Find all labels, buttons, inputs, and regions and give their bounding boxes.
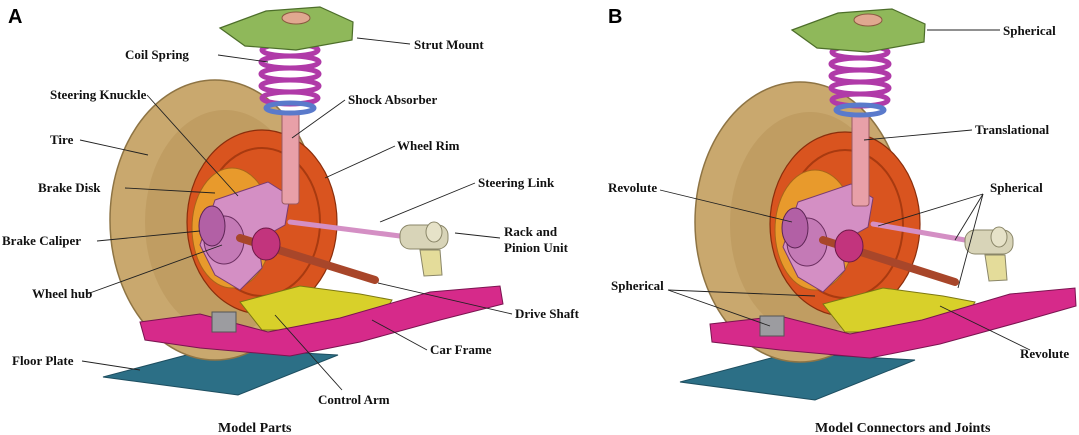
floor-plate	[102, 347, 339, 396]
car-frame	[139, 285, 504, 357]
label-car-frame: Car Frame	[430, 342, 492, 357]
brake-caliper	[198, 205, 226, 247]
rack-pinion-unit	[399, 221, 449, 277]
strut-mount-cap-b	[853, 13, 883, 27]
caption-model-connectors: Model Connectors and Joints	[815, 421, 991, 435]
floor-plate-b	[679, 352, 916, 401]
strut-mount-b	[790, 8, 926, 53]
shock-absorber-b	[851, 113, 870, 207]
label-wheel-rim: Wheel Rim	[397, 138, 460, 153]
label-shock-absorber: Shock Absorber	[348, 92, 437, 107]
label-steering-link: Steering Link	[478, 175, 555, 190]
strut-mount	[218, 6, 354, 51]
panel-a-leaders	[79, 37, 513, 391]
label-strut-mount: Strut Mount	[414, 37, 484, 52]
car-frame-b	[709, 287, 1077, 359]
coil-spring-b	[828, 43, 892, 118]
label-brake-disk: Brake Disk	[38, 180, 101, 195]
drive-shaft-end-b	[834, 229, 864, 263]
label-spherical-mid: Spherical	[990, 180, 1043, 195]
label-steering-knuckle: Steering Knuckle	[50, 87, 147, 102]
label-revolute-right: Revolute	[1020, 346, 1069, 361]
label-tire: Tire	[50, 132, 74, 147]
label-brake-caliper: Brake Caliper	[2, 233, 81, 248]
strut-mount-cap	[281, 11, 311, 25]
panel-a-letter: A	[8, 6, 22, 28]
caption-model-parts: Model Parts	[218, 421, 292, 435]
suspension-model-a	[102, 6, 504, 396]
shock-absorber	[281, 111, 300, 205]
label-wheel-hub: Wheel hub	[32, 286, 92, 301]
frame-bracket	[211, 311, 237, 333]
label-translational: Translational	[975, 122, 1050, 137]
label-spherical-low: Spherical	[611, 278, 664, 293]
steering-link-b	[870, 221, 968, 243]
panel-b-leaders	[659, 29, 1031, 351]
label-control-arm: Control Arm	[318, 392, 390, 407]
label-coil-spring: Coil Spring	[125, 47, 189, 62]
brake-caliper-b	[781, 207, 809, 249]
label-rack-line2: Pinion Unit	[504, 240, 569, 255]
label-drive-shaft: Drive Shaft	[515, 306, 580, 321]
suspension-model-b	[679, 8, 1077, 401]
label-spherical-top: Spherical	[1003, 23, 1056, 38]
panel-b-letter: B	[608, 6, 622, 28]
frame-bracket-b	[759, 315, 785, 337]
coil-spring	[258, 41, 322, 116]
drive-shaft-end	[251, 227, 281, 261]
panel-a: A	[2, 6, 580, 435]
label-revolute-left: Revolute	[608, 180, 657, 195]
label-rack-line1: Rack and	[504, 224, 558, 239]
panel-b: B	[608, 6, 1077, 435]
rack-pinion-unit-b	[964, 226, 1014, 282]
label-floor-plate: Floor Plate	[12, 353, 74, 368]
steering-link	[287, 219, 403, 239]
